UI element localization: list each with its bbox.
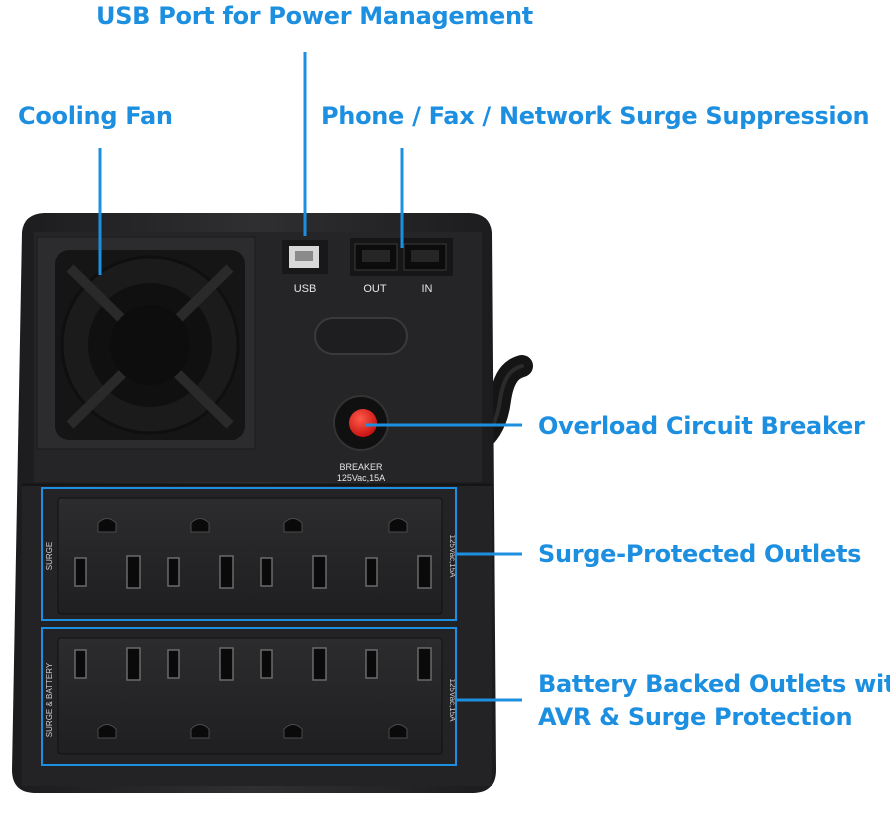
battery-outlet-1	[74, 647, 141, 739]
surge-outlet-1	[74, 518, 141, 589]
battery-outlet-3	[260, 647, 327, 739]
breaker-callout: Overload Circuit Breaker	[538, 412, 865, 440]
surge-outlets-callout: Surge-Protected Outlets	[538, 540, 862, 568]
cooling-fan-callout: Cooling Fan	[18, 102, 173, 130]
battery-outlets-callout-line2: AVR & Surge Protection	[538, 703, 853, 731]
phone-fax-callout: Phone / Fax / Network Surge Suppression	[321, 102, 870, 130]
battery-outlet-rating: 125Vac,15A	[448, 679, 457, 723]
battery-outlets-highlight	[41, 627, 457, 766]
battery-outlet-bank	[57, 637, 443, 755]
breaker-label: BREAKER	[339, 462, 383, 472]
surge-outlet-bank	[57, 497, 443, 615]
circuit-breaker	[333, 395, 389, 451]
usb-port	[282, 240, 328, 274]
surge-bank-label: SURGE	[45, 542, 54, 570]
battery-outlets-callout-line1: Battery Backed Outlets with	[538, 670, 890, 698]
battery-outlet-2	[167, 647, 234, 739]
surge-outlet-3	[260, 518, 327, 589]
surge-outlet-rating: 125Vac,15A	[448, 535, 457, 579]
cooling-fan	[36, 236, 256, 450]
in-label: IN	[422, 283, 433, 295]
battery-access-panel	[314, 317, 408, 355]
battery-outlet-4	[365, 647, 432, 739]
battery-bank-label: SURGE & BATTERY	[45, 662, 54, 737]
network-jacks	[350, 238, 453, 276]
out-label: OUT	[363, 283, 387, 295]
leader-lines	[98, 52, 522, 702]
usb-port-callout: USB Port for Power Management	[96, 2, 533, 30]
breaker-rating-label: 125Vac,15A	[337, 473, 385, 483]
usb-label: USB	[294, 283, 317, 295]
surge-outlet-4	[365, 518, 432, 589]
surge-outlet-2	[167, 518, 234, 589]
